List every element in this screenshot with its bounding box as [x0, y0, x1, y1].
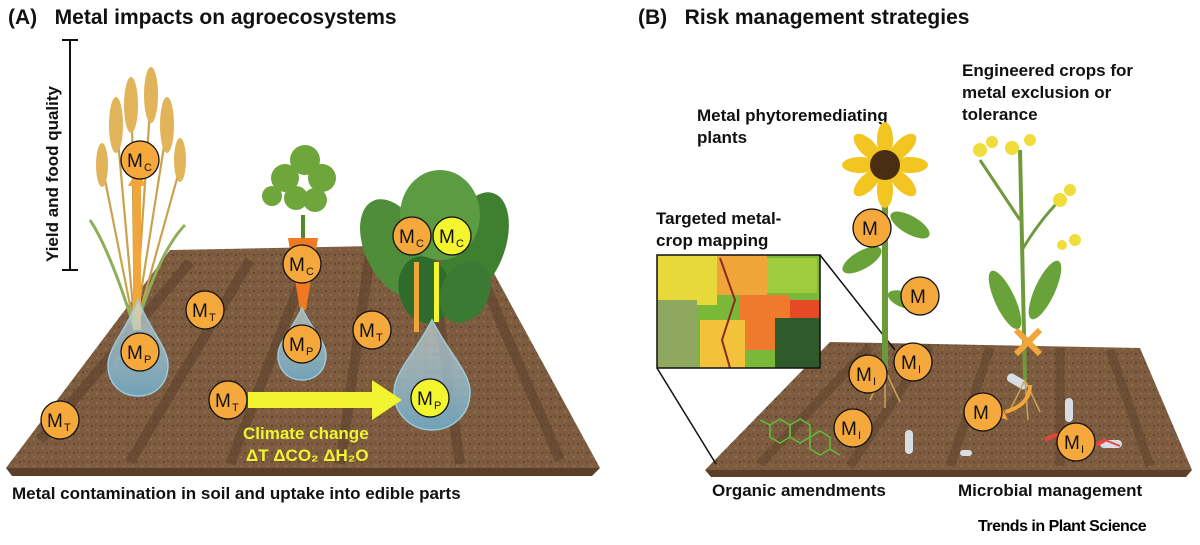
climate-change-label: Climate change	[243, 424, 369, 443]
journal-credit: Trends in Plant Science	[978, 518, 1147, 535]
svg-text:M: M	[192, 301, 208, 322]
svg-text:P: P	[306, 346, 313, 358]
svg-text:C: C	[144, 162, 152, 174]
metal-plant-marker: M P	[282, 324, 322, 364]
organic-molecule-icon	[759, 418, 841, 456]
svg-text:I: I	[858, 430, 861, 442]
organic-amendments-label: Organic amendments	[712, 481, 886, 500]
engineered-crops-label-2: metal exclusion or	[962, 83, 1112, 102]
svg-text:M: M	[439, 227, 455, 248]
svg-text:M: M	[1064, 433, 1080, 454]
metal-crop-marker: M C	[392, 216, 432, 256]
svg-text:M: M	[127, 151, 143, 172]
metal-crop-marker: M C	[282, 244, 322, 284]
svg-text:P: P	[434, 400, 441, 412]
svg-text:I: I	[873, 376, 876, 388]
metal-crop-map	[656, 254, 896, 465]
metal-total-marker: M T	[185, 290, 225, 330]
svg-text:T: T	[376, 332, 383, 344]
metal-plant-marker: M P	[120, 332, 160, 372]
svg-text:P: P	[144, 354, 151, 366]
svg-text:M: M	[47, 411, 63, 432]
svg-text:M: M	[215, 391, 231, 412]
svg-text:M: M	[841, 419, 857, 440]
phytoremediation-label-1: Metal phytoremediating	[697, 106, 888, 125]
metal-plant-marker-climate: M P	[410, 378, 450, 418]
svg-text:M: M	[289, 335, 305, 356]
svg-text:M: M	[359, 321, 375, 342]
svg-text:M: M	[973, 403, 989, 424]
metal-marker: M	[900, 276, 940, 316]
yield-axis-label: Yield and food quality	[43, 85, 62, 262]
svg-text:M: M	[862, 219, 878, 240]
svg-text:M: M	[910, 287, 926, 308]
yield-axis: Yield and food quality	[43, 39, 78, 271]
exclusion-cross-icon	[1013, 327, 1043, 357]
metal-marker: M	[963, 392, 1003, 432]
svg-text:C: C	[306, 266, 314, 278]
engineered-crops-label-1: Engineered crops for	[962, 61, 1133, 80]
svg-text:T: T	[232, 402, 239, 414]
svg-text:C: C	[456, 238, 464, 250]
svg-text:M: M	[289, 255, 305, 276]
panel-a-title: (A) Metal impacts on agroecosystems	[8, 6, 397, 29]
svg-text:M: M	[127, 343, 143, 364]
phytoremediation-label-2: plants	[697, 128, 747, 147]
svg-text:M: M	[399, 227, 415, 248]
metal-crop-marker-climate: M C	[432, 216, 472, 256]
svg-text:C: C	[416, 238, 424, 250]
panel-b-title: (B) Risk management strategies	[638, 6, 969, 29]
mapping-label-1: Targeted metal-	[656, 209, 781, 228]
microbial-management-label: Microbial management	[958, 481, 1143, 500]
engineered-crops-label-3: tolerance	[962, 105, 1038, 124]
metal-total-marker: M T	[208, 380, 248, 420]
svg-text:M: M	[417, 389, 433, 410]
sunflower-plant	[842, 122, 930, 408]
wheat-plant	[88, 67, 187, 331]
metal-immobilized-marker: M I	[893, 342, 933, 382]
metal-immobilized-marker: M I	[848, 354, 888, 394]
svg-text:M: M	[901, 353, 917, 374]
metal-total-marker: M T	[40, 400, 80, 440]
climate-variables-label: ΔT ΔCO₂ ΔH₂O	[246, 446, 369, 465]
metal-marker: M	[852, 208, 892, 248]
panel-a-caption: Metal contamination in soil and uptake i…	[12, 484, 461, 503]
climate-arrow	[248, 380, 402, 420]
metal-crop-marker: M C	[120, 140, 160, 180]
mapping-label-2: crop mapping	[656, 231, 768, 250]
metal-total-marker: M T	[352, 310, 392, 350]
svg-text:M: M	[856, 365, 872, 386]
svg-text:T: T	[209, 312, 216, 324]
metal-immobilized-marker: M I	[833, 408, 873, 448]
svg-text:I: I	[918, 364, 921, 376]
svg-text:I: I	[1081, 444, 1084, 456]
svg-text:T: T	[64, 422, 71, 434]
metal-immobilized-marker: M I	[1056, 422, 1096, 462]
